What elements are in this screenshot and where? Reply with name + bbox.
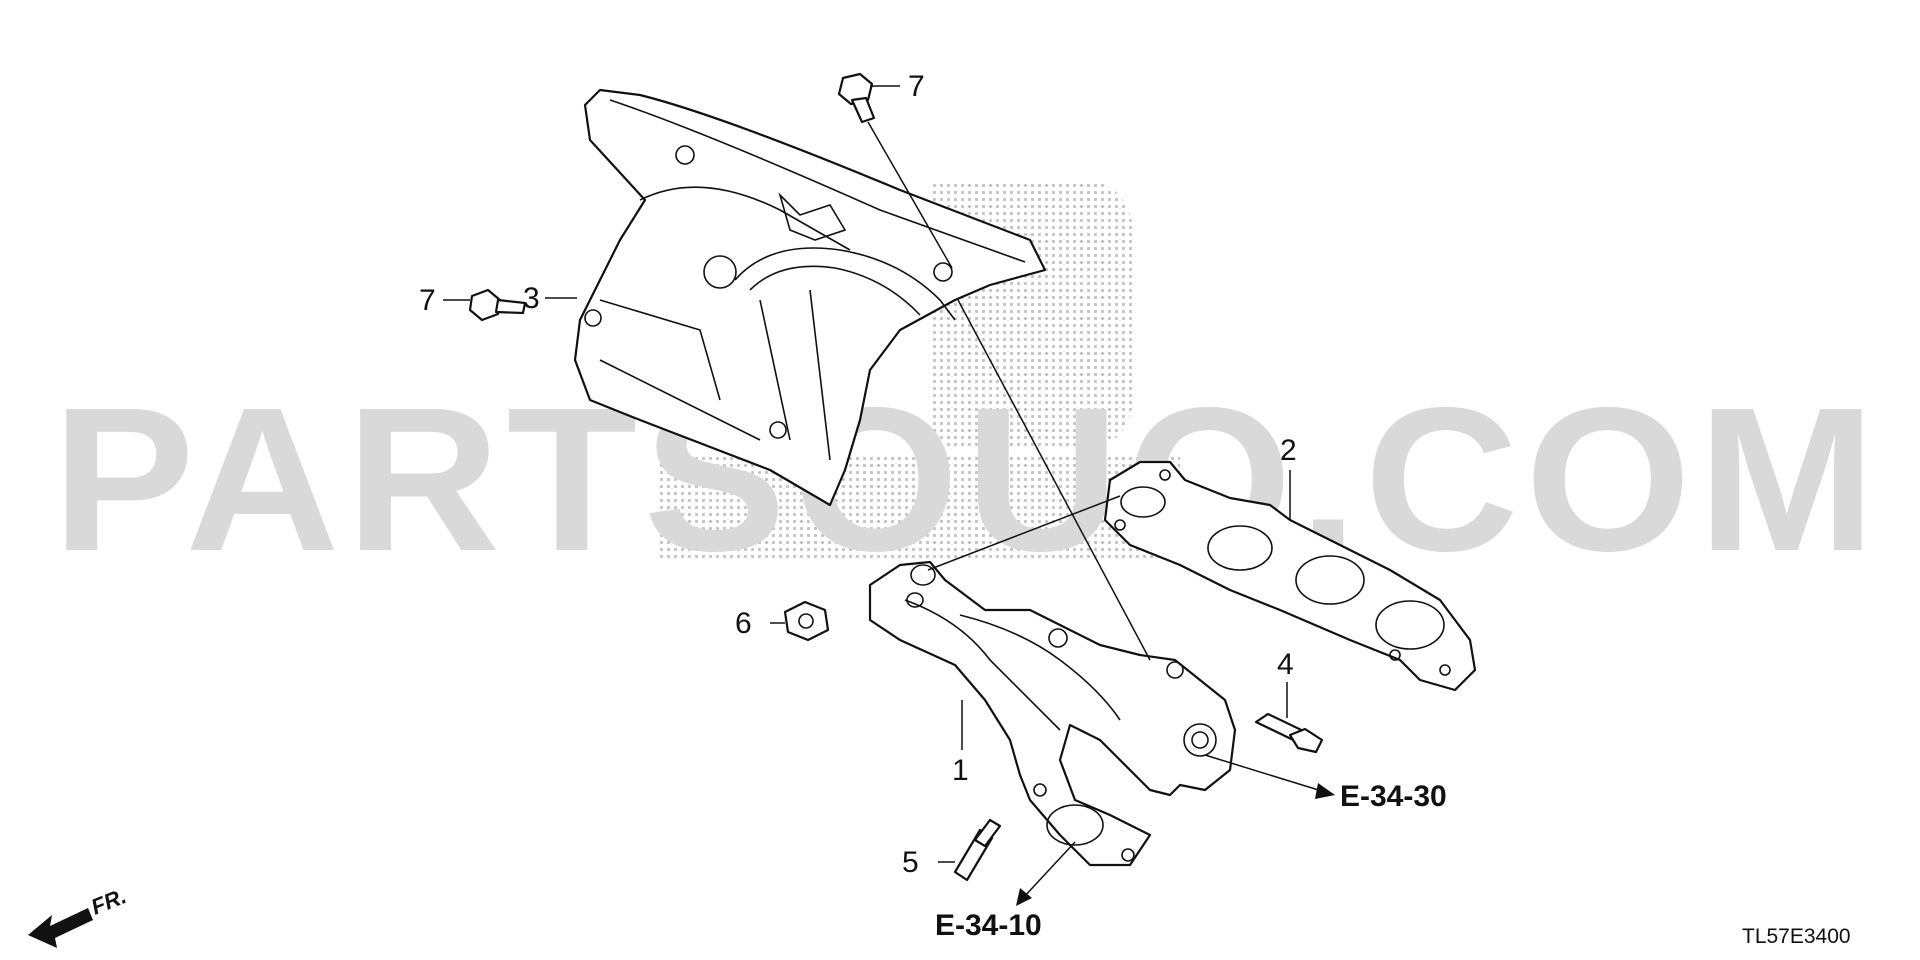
gasket-part-2: [1103, 460, 1477, 692]
callout-7-left: 7: [419, 284, 436, 317]
stud-part-5: [953, 818, 1002, 882]
callout-4: 4: [1277, 648, 1294, 681]
leader-line-7-top-to-part: [867, 121, 953, 269]
front-label: FR.: [88, 883, 130, 919]
cross-references: E-34-30 E-34-10: [935, 780, 1447, 942]
callout-1: 1: [952, 754, 969, 787]
leader-lines: [443, 85, 1335, 906]
callout-5: 5: [902, 846, 919, 879]
leader-line-ref-bottom: [1022, 841, 1076, 899]
stud-part-4: [1254, 712, 1324, 754]
leader-line-gasket-to-manifold: [927, 495, 1121, 571]
callouts: 1 2 3 4 5 6 7 7: [419, 70, 1297, 879]
front-arrow-icon: [28, 908, 93, 948]
callout-2: 2: [1280, 434, 1297, 467]
watermark-dotted-band: [660, 455, 1180, 560]
leader-line-ref-right: [1204, 754, 1326, 793]
exhaust-manifold-part-1: [868, 560, 1237, 867]
heat-shield-part-3: [573, 88, 1047, 507]
callout-3: 3: [523, 282, 540, 315]
ref-link-e-34-30[interactable]: E-34-30: [1340, 780, 1447, 813]
leader-line-shield-to-manifold: [957, 299, 1151, 661]
arrowhead-ref-bottom: [1016, 888, 1032, 906]
watermark-text: PARTSOUQ.COM: [52, 365, 1882, 594]
arrowhead-ref-right: [1315, 783, 1335, 799]
callout-6: 6: [735, 607, 752, 640]
diagram-code: TL57E3400: [1742, 925, 1851, 948]
front-direction-indicator: FR.: [28, 883, 130, 948]
bolt-part-7-left: [468, 288, 527, 322]
callout-7-top: 7: [908, 70, 925, 103]
bolt-part-7-top: [837, 72, 876, 124]
nut-part-6: [783, 600, 830, 642]
ref-link-e-34-10[interactable]: E-34-10: [935, 909, 1042, 942]
